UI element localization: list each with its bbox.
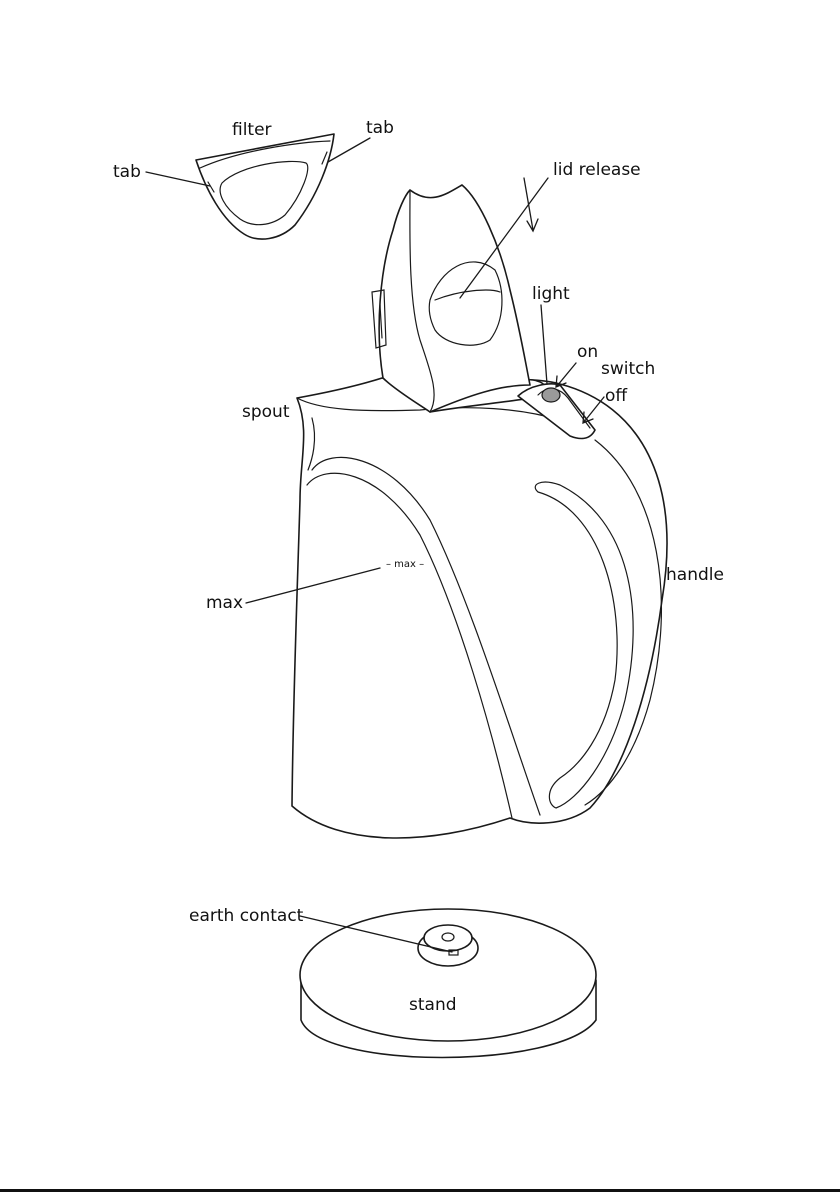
- indicator-light: [542, 388, 560, 402]
- tab-right-leader: [328, 138, 370, 162]
- on-arrow: [556, 363, 576, 387]
- lid-release-label: lid release: [553, 160, 641, 180]
- switch-label: switch: [601, 359, 655, 379]
- stand-label: stand: [409, 995, 457, 1015]
- tab-left-label: tab: [113, 162, 141, 182]
- lid-release-arrow: [524, 178, 538, 231]
- max-label: max: [206, 593, 243, 613]
- tab-right-label: tab: [366, 118, 394, 138]
- light-leader: [541, 305, 547, 384]
- filter-label: filter: [232, 120, 272, 140]
- stand: [300, 909, 596, 1058]
- handle-label: handle: [666, 565, 724, 585]
- spout-label: spout: [242, 402, 290, 422]
- off-label: off: [605, 386, 628, 406]
- kettle-body: – max –: [292, 378, 667, 838]
- light-label: light: [532, 284, 570, 304]
- on-label: on: [577, 342, 598, 362]
- max-scale-mark: – max –: [386, 559, 424, 570]
- lid: [372, 185, 530, 412]
- filter: [196, 134, 334, 239]
- earth-contact-label: earth contact: [189, 906, 304, 926]
